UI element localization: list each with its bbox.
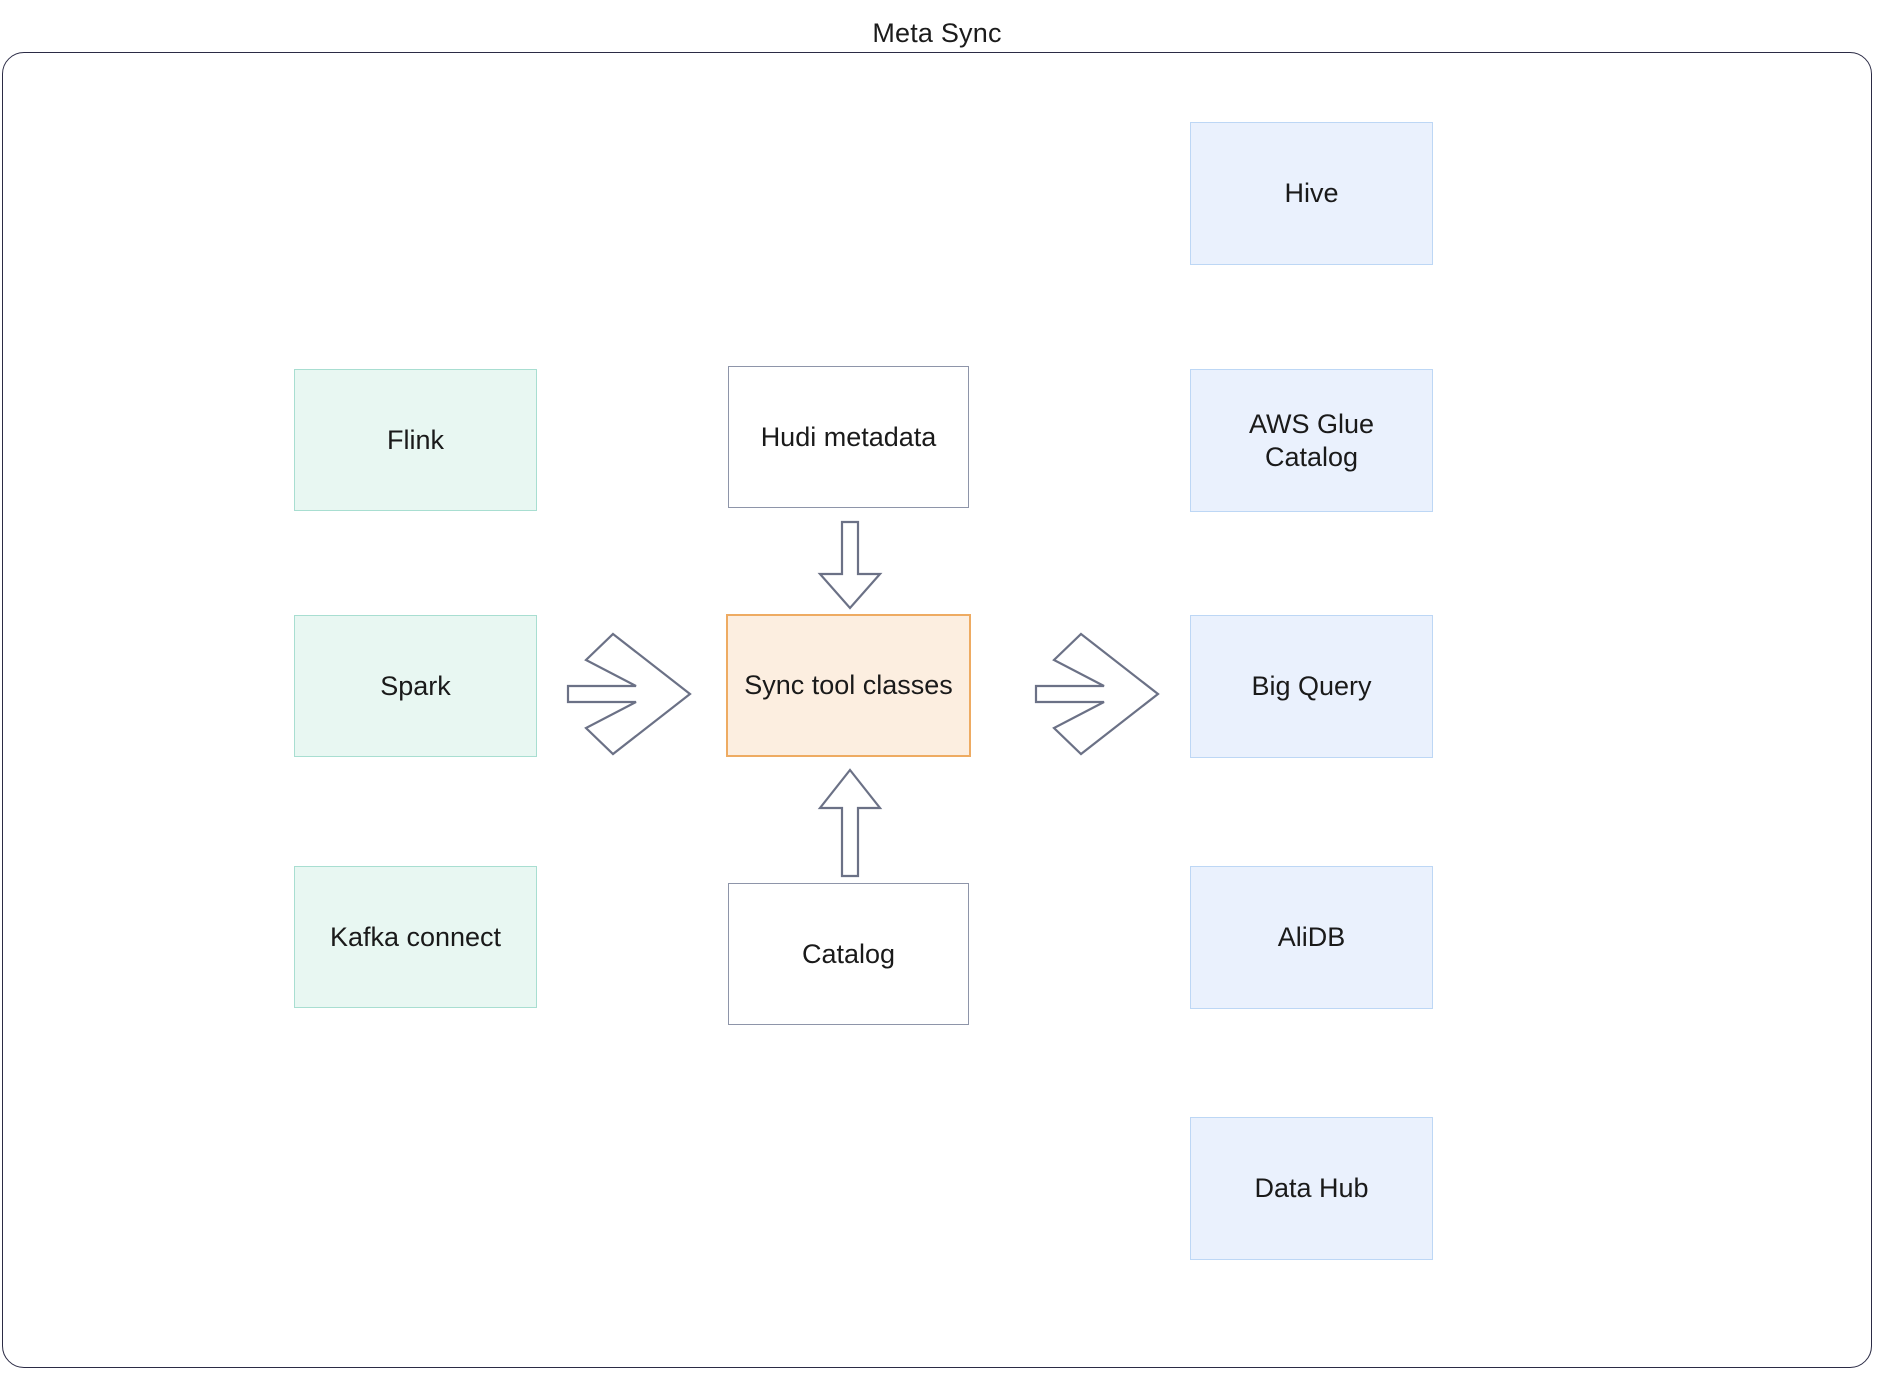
node-flink[interactable]: Flink — [294, 369, 537, 511]
node-catalog-label: Catalog — [801, 938, 896, 969]
node-hudi-metadata-label: Hudi metadata — [760, 421, 937, 452]
node-big-query-label: Big Query — [1251, 671, 1372, 702]
node-kafka-connect[interactable]: Kafka connect — [294, 866, 537, 1008]
block-arrow-down-hudi-to-sync — [817, 520, 883, 610]
node-sync-tool-classes-label: Sync tool classes — [744, 670, 953, 701]
block-arrow-up-catalog-to-sync — [817, 768, 883, 878]
node-spark[interactable]: Spark — [294, 615, 537, 757]
node-spark-label: Spark — [380, 670, 451, 701]
page-title: Meta Sync — [0, 18, 1878, 49]
node-catalog[interactable]: Catalog — [728, 883, 969, 1025]
node-data-hub-label: Data Hub — [1254, 1173, 1369, 1204]
node-hudi-metadata[interactable]: Hudi metadata — [728, 366, 969, 508]
node-aws-glue-catalog-label: AWS Glue Catalog — [1248, 409, 1375, 472]
node-aws-glue-catalog[interactable]: AWS Glue Catalog — [1190, 369, 1433, 512]
page-title-text: Meta Sync — [872, 18, 1002, 48]
node-alidb[interactable]: AliDB — [1190, 866, 1433, 1009]
chevron-arrow-sources-to-sync — [566, 632, 692, 756]
node-alidb-label: AliDB — [1277, 922, 1346, 953]
node-data-hub[interactable]: Data Hub — [1190, 1117, 1433, 1260]
node-flink-label: Flink — [386, 424, 444, 455]
node-hive[interactable]: Hive — [1190, 122, 1433, 265]
node-hive-label: Hive — [1284, 178, 1339, 209]
node-big-query[interactable]: Big Query — [1190, 615, 1433, 758]
chevron-arrow-sync-to-targets — [1034, 632, 1160, 756]
node-sync-tool-classes[interactable]: Sync tool classes — [726, 614, 971, 757]
node-kafka-connect-label: Kafka connect — [329, 921, 502, 952]
